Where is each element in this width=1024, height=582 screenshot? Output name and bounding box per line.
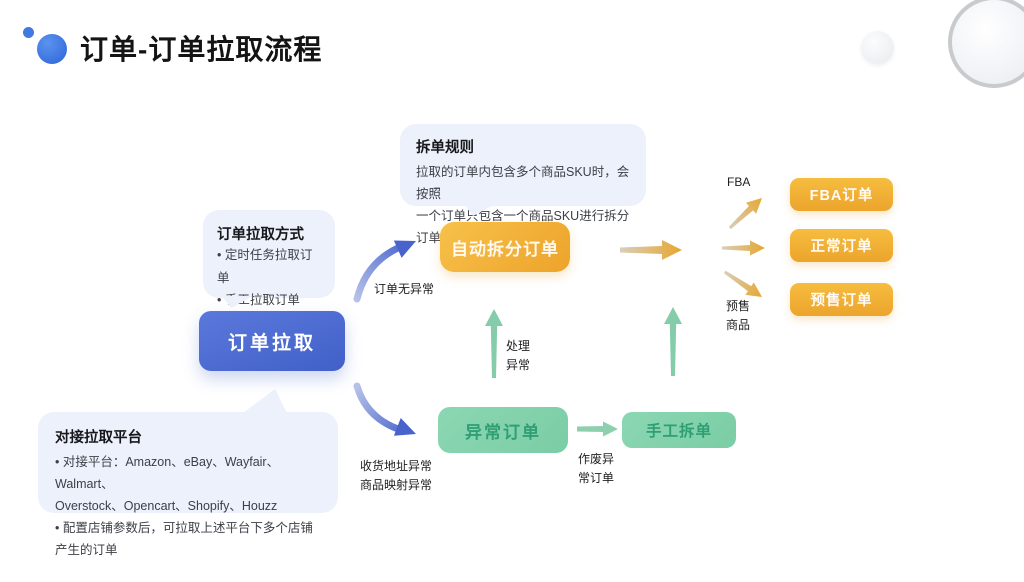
node-manual-split: 手工拆单	[622, 412, 736, 448]
node-normal-orders: 正常订单	[790, 229, 893, 262]
platforms-body: • 对接平台：Amazon、eBay、Wayfair、Walmart、 Over…	[55, 455, 313, 557]
callout-pull-method: 订单拉取方式 • 定时任务拉取订单 • 手工拉取订单	[203, 210, 335, 307]
title-dot-large-icon	[37, 34, 67, 64]
node-presale-orders: 预售订单	[790, 283, 893, 316]
node-order-pull: 订单拉取	[199, 311, 345, 371]
arrow-manualsplit-to-junction	[664, 307, 682, 376]
decor-circle-small	[861, 31, 894, 64]
decor-circle-large	[948, 0, 1024, 88]
label-address-abnormal: 收货地址异常 商品映射异常	[360, 459, 433, 492]
arrow-abnormal-to-manualsplit	[577, 421, 618, 437]
split-rule-title: 拆单规则	[416, 140, 474, 156]
arrow-pull-to-abnormal	[353, 382, 416, 436]
node-auto-split: 自动拆分订单	[440, 222, 570, 272]
arrow-fan-to-fba	[728, 198, 762, 230]
callout-platforms: 对接拉取平台 • 对接平台：Amazon、eBay、Wayfair、Walmar…	[38, 412, 338, 557]
page-title: 订单-订单拉取流程	[80, 34, 323, 65]
label-no-abnormal: 订单无异常	[374, 282, 435, 296]
arrow-fan-to-normal	[722, 240, 765, 256]
callout-tail-platforms	[243, 389, 287, 413]
callout-tail-pull-method	[222, 296, 253, 308]
pull-method-title: 订单拉取方式	[217, 227, 304, 243]
callout-tail-split-rule	[464, 204, 495, 216]
label-void-abnormal: 作废异 常订单	[578, 452, 615, 485]
title-dot-small-icon	[23, 27, 34, 38]
arrow-abnormal-to-autosplit	[485, 309, 503, 378]
callout-split-rule: 拆单规则 拉取的订单内包含多个商品SKU时，会按照 一个订单只包含一个商品SKU…	[400, 124, 646, 245]
label-fba-tag: FBA	[727, 175, 751, 189]
label-presale-tag: 预售 商品	[726, 299, 751, 332]
platforms-title: 对接拉取平台	[55, 430, 142, 446]
node-abnormal-orders: 异常订单	[438, 407, 568, 453]
pull-method-item: • 定时任务拉取订单	[217, 248, 313, 285]
label-handle-abnormal: 处理 异常	[506, 339, 531, 372]
node-fba-orders: FBA订单	[790, 178, 893, 211]
